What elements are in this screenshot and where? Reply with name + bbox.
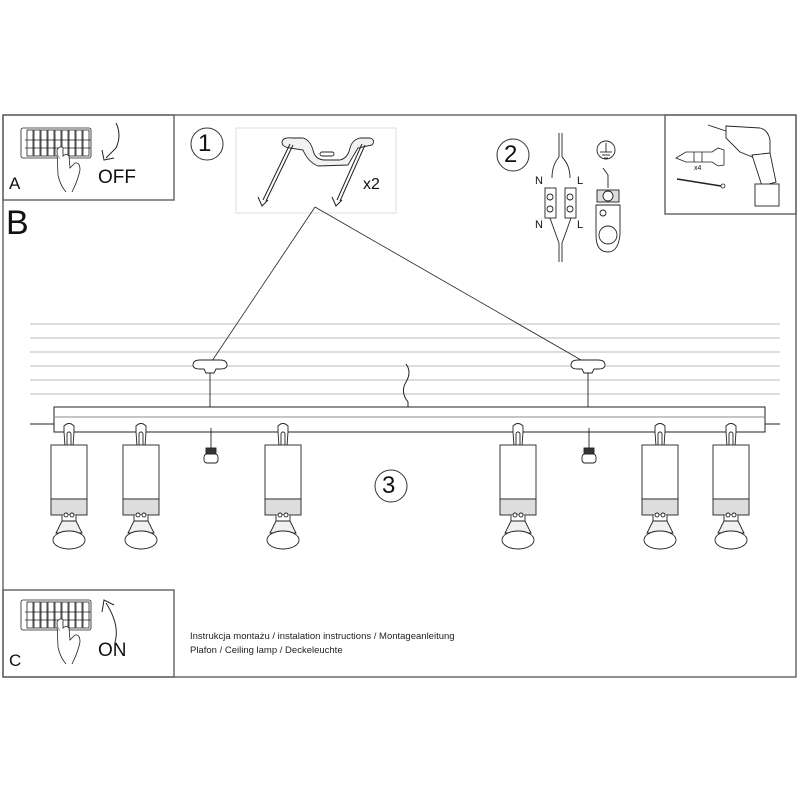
mounting-bracket-icon [281,137,375,167]
sheet-frame [2,114,797,678]
step-1-number: 1 [198,130,212,157]
label-l-top: L [577,175,584,187]
footer-caption: Instrukcja montażu / instalation instruc… [190,630,455,658]
anchor-quantity: x4 [694,165,702,172]
spotlight [712,423,750,550]
step-1-circle [190,127,224,161]
ground-terminal-icon [595,140,621,253]
drill-icon [707,124,780,207]
step-3-number: 3 [382,472,396,499]
circuit-breaker-off-icon [20,127,92,193]
step-1-quantity: x2 [363,176,380,193]
panel-a-letter: A [9,174,21,193]
step-3-circle [374,469,408,503]
cover-screw-left [203,428,219,464]
spotlight [641,423,679,550]
panel-c-frame [2,589,175,678]
ceiling-bracket-right [570,359,606,407]
label-l-bottom: L [577,219,584,231]
power-cable [402,363,410,407]
spotlight [499,423,537,550]
caption-line-1: Instrukcja montażu / instalation instruc… [190,631,455,642]
panel-a-frame [2,114,175,201]
panel-a-action: OFF [98,167,136,188]
ceiling-bracket-left [192,359,228,407]
step-2-circle [496,138,530,172]
spotlight [264,423,302,550]
leader-lines [209,206,589,365]
panel-c-action: ON [98,640,127,661]
step-2-number: 2 [504,141,518,168]
wall-plug-icon [675,147,725,167]
screw-icon [676,178,726,189]
caption-line-2: Plafon / Ceiling lamp / Deckeleuchte [190,645,343,656]
panel-c-letter: C [9,651,22,670]
arrow-up-icon [101,599,117,643]
wire-connector-icon [544,133,577,262]
panel-b-letter: B [6,204,29,242]
spotlight [122,423,160,550]
spotlight [50,423,88,550]
arrow-down-icon [101,122,120,161]
ceiling-lines [30,323,780,395]
cover-screw-right [581,428,597,464]
circuit-breaker-on-icon [20,599,92,665]
label-n-bottom: N [535,219,543,231]
screw-pair-icon [257,143,366,207]
label-n-top: N [535,175,543,187]
step-1-frame [235,127,397,214]
tools-panel-frame [664,114,797,215]
lamp-bar [30,406,780,433]
